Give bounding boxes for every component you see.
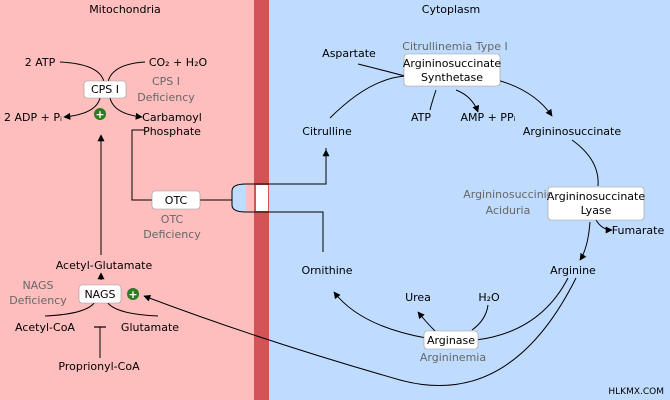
adp-out-arrow [63,97,101,120]
arginase-box [423,330,479,350]
asl-label-2: Lyase [581,204,612,217]
channel-gap [256,185,268,211]
carbamoyl-label-2: Phosphate [143,125,201,138]
citrulline-to-ass [329,75,407,119]
aspartate-label: Aspartate [322,47,376,60]
urea-out [417,311,437,333]
nags-label: NAGS [84,288,115,301]
asa-label-2: Aciduria [486,204,531,217]
watermark: HLKMX.COM [608,387,664,397]
urea-label: Urea [405,291,431,304]
cps-label: CPS I [91,83,119,96]
ornithine-label: Ornithine [301,264,352,277]
acetyl-glutamate-label: Acetyl-Glutamate [56,259,153,272]
citrullinemia-label: Citrullinemia Type I [402,40,507,53]
cps-deficiency-1: CPS I [152,75,180,88]
acetyl-coa-label: Acetyl-CoA [15,321,75,334]
otc-deficiency-1: OTC [161,213,184,226]
asl-box [547,186,645,221]
cytoplasm-title: Cytoplasm [422,3,480,16]
cps-deficiency-2: Deficiency [137,91,195,104]
arginine-to-arginase [475,277,569,341]
proprionyl-coa-label: Proprionyl-CoA [58,360,140,373]
nags-activator-symbol: + [128,288,137,301]
citrulline-label: Citrulline [302,125,352,138]
fumarate-label: Fumarate [612,224,665,237]
amp-ppi-label: AMP + PPᵢ [460,111,515,124]
argininosuccinate-to-asl [571,139,599,187]
nags-deficiency-1: NAGS [22,279,53,292]
carbamoyl-out-arrow [109,97,143,120]
argininemia-label: Argininemia [420,351,486,364]
arginine-activates-nags [143,277,577,387]
asa-label-1: Argininosuccinic [463,188,553,201]
otc-box [151,190,201,210]
amp-out [455,89,480,113]
glutamate-label: Glutamate [121,321,179,334]
argininosuccinate-label: Argininosuccinate [523,125,622,138]
atp-in-curve [59,61,105,83]
ass-label-1: Argininosuccinate [403,57,502,70]
arginase-to-ornithine [333,291,427,339]
nags-box [78,284,122,304]
otc-label: OTC [165,194,188,207]
co2-in-curve [107,61,146,83]
cps-activator-icon [94,108,106,120]
ass-label-2: Synthetase [421,71,483,84]
atp2-label: 2 ATP [25,56,56,69]
mitochondria-title: Mitochondria [89,3,161,16]
carbamoyl-label-1: Carbamoyl [142,111,202,124]
atp-label: ATP [411,111,431,124]
h2o-label: H₂O [478,291,500,304]
arginase-label: Arginase [427,334,475,347]
h2o-in [471,304,489,331]
ass-box [403,53,501,87]
cps-box [83,80,127,99]
asl-label-1: Argininosuccinate [547,190,646,203]
carbamoyl-to-otc [131,129,152,201]
nags-deficiency-2: Deficiency [9,294,67,307]
fumarate-out [595,219,613,234]
arginine-label: Arginine [550,264,596,277]
cps-activator-symbol: + [95,108,104,121]
atp-in [429,89,437,111]
otc-deficiency-2: Deficiency [143,228,201,241]
asl-to-arginine [579,221,591,261]
channel-cap [231,183,247,213]
co2-h2o-label: CO₂ + H₂O [149,56,208,69]
nags-activator-icon [127,288,139,300]
adp-label: 2 ADP + Pᵢ [4,111,62,124]
